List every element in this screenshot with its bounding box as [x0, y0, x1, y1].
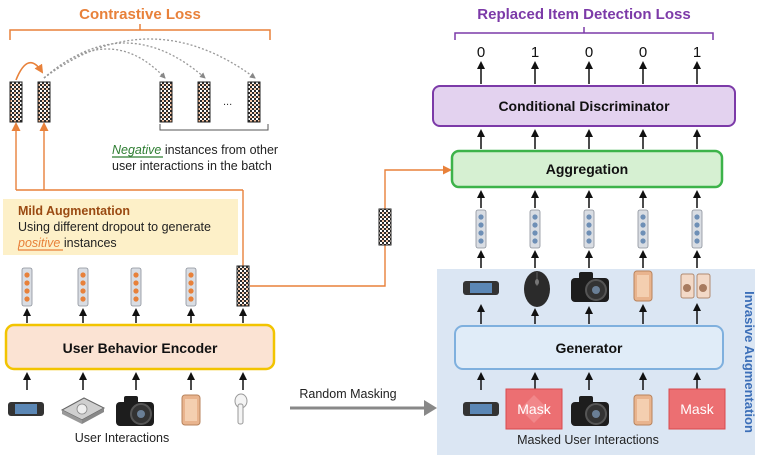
generated-speaker-icon: [680, 273, 711, 299]
generated-camera-icon: [571, 272, 609, 302]
encoder-vector-2: [77, 267, 89, 307]
detection-label-2: 1: [531, 44, 539, 61]
generator-label: Generator: [556, 340, 623, 356]
masked-phone-icon: [633, 394, 653, 426]
positive-rep-1: [9, 81, 23, 123]
mild-augmentation-line2: positive instances: [17, 236, 117, 250]
masked-camera-icon: [571, 396, 609, 426]
detection-label-3: 0: [585, 44, 593, 61]
aggregation-input-rep: [378, 208, 392, 246]
aggregation-label: Aggregation: [546, 161, 628, 177]
replaced-item-loss-brace: [454, 32, 714, 40]
generator-vector-1: [475, 209, 487, 249]
generator-vector-4: [637, 209, 649, 249]
mild-augmentation-title: Mild Augmentation: [18, 204, 130, 218]
replaced-item-loss-title: Replaced Item Detection Loss: [477, 6, 690, 23]
invasive-augmentation-label: Invasive Augmentation: [742, 291, 757, 433]
encoder-vector-1: [21, 267, 33, 307]
negative-arc-2: [43, 42, 206, 79]
negative-rep-2: [197, 81, 211, 123]
positive-rest: instances: [60, 236, 116, 250]
generator-vector-2: [529, 209, 541, 249]
negative-rep-1: [159, 81, 173, 123]
detection-label-4: 0: [639, 44, 647, 61]
contrastive-loss-brace: [9, 29, 271, 40]
encoder-vector-4: [185, 267, 197, 307]
masked-user-interactions-label: Masked User Interactions: [517, 433, 659, 447]
conditional-discriminator-label: Conditional Discriminator: [498, 98, 670, 114]
earbud-icon: [234, 393, 248, 425]
conditional-discriminator: [432, 85, 736, 127]
negative-arc-1: [43, 48, 166, 79]
camera-icon: [116, 396, 154, 426]
user-interactions-label: User Interactions: [75, 431, 169, 445]
user-behavior-encoder-label: User Behavior Encoder: [63, 340, 218, 356]
detection-label-5: 1: [693, 44, 701, 61]
mask-1-label: Mask: [517, 401, 551, 417]
masked-console-icon: [463, 402, 499, 416]
negative-text-line2: user interactions in the batch: [112, 159, 272, 173]
hard-drive-icon: [60, 397, 106, 424]
detection-label-1: 0: [477, 44, 485, 61]
encoder-vector-3: [130, 267, 142, 307]
negative-rep-3: [247, 81, 261, 123]
mask-2-label: Mask: [680, 401, 714, 417]
mild-augmentation-box: [3, 199, 238, 255]
positive-rep-2: [37, 81, 51, 123]
negatives-brace: [159, 124, 269, 131]
game-console-icon: [8, 402, 44, 416]
negative-word: Negative: [112, 143, 161, 157]
mask-2: Mask: [668, 388, 726, 430]
mask-1: Mask: [505, 388, 563, 430]
orange-path-to-aggregation: [250, 165, 452, 287]
negative-text-line1: Negative instances from other: [112, 143, 278, 157]
aggregation: [450, 149, 724, 189]
user-behavior-encoder: [4, 323, 276, 371]
generator: [454, 325, 724, 370]
generated-mouse-icon: [524, 271, 550, 307]
phone-icon: [181, 394, 201, 426]
generator-vector-5: [691, 209, 703, 249]
mild-augmentation-line1: Using different dropout to generate: [18, 220, 211, 234]
generated-phone-icon: [633, 270, 653, 302]
contrastive-loss-title: Contrastive Loss: [79, 6, 201, 23]
generator-vector-3: [583, 209, 595, 249]
encoder-aggregated-rep: [236, 265, 250, 307]
random-masking-label: Random Masking: [299, 387, 396, 401]
positive-word: positive: [17, 236, 60, 250]
negative-arc-3: [43, 38, 256, 79]
generated-console-icon: [463, 281, 499, 295]
negative-rest: instances from other: [161, 143, 278, 157]
positive-arc: [15, 62, 44, 81]
ellipsis: ...: [223, 96, 232, 108]
